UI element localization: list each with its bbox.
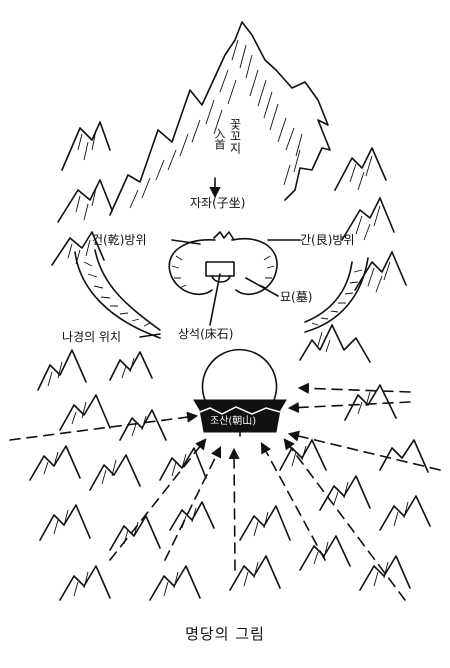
label-nagyeong: 나경의 위치 bbox=[62, 330, 122, 344]
josan-base bbox=[193, 399, 287, 433]
label-kkotkkotji: 꽃꼬지 bbox=[228, 118, 242, 154]
label-geon: 건(乾)방위 bbox=[92, 233, 147, 247]
right-ridge bbox=[304, 257, 369, 333]
label-myo: 묘(墓) bbox=[280, 290, 313, 304]
energy-arrows bbox=[9, 382, 441, 601]
main-mountain bbox=[109, 21, 331, 216]
label-sangseok: 상석(床石) bbox=[178, 327, 234, 341]
inner-left-arm bbox=[168, 239, 216, 296]
main-mountain-hatching bbox=[129, 39, 303, 209]
left-ridge bbox=[74, 249, 161, 339]
inner-right-arm bbox=[231, 237, 278, 296]
label-injeol: 入首 bbox=[213, 128, 226, 150]
left-peaks bbox=[51, 121, 113, 266]
label-gan: 간(艮)방위 bbox=[300, 233, 355, 247]
myeongdang-circle bbox=[201, 348, 278, 401]
label-josan: 조산(朝山) bbox=[210, 416, 257, 427]
diagram-caption: 명당의 그림 bbox=[185, 625, 265, 643]
lower-mountains bbox=[29, 324, 431, 601]
label-jajwa: 자좌(子坐) bbox=[190, 196, 246, 210]
right-peaks bbox=[334, 147, 407, 291]
